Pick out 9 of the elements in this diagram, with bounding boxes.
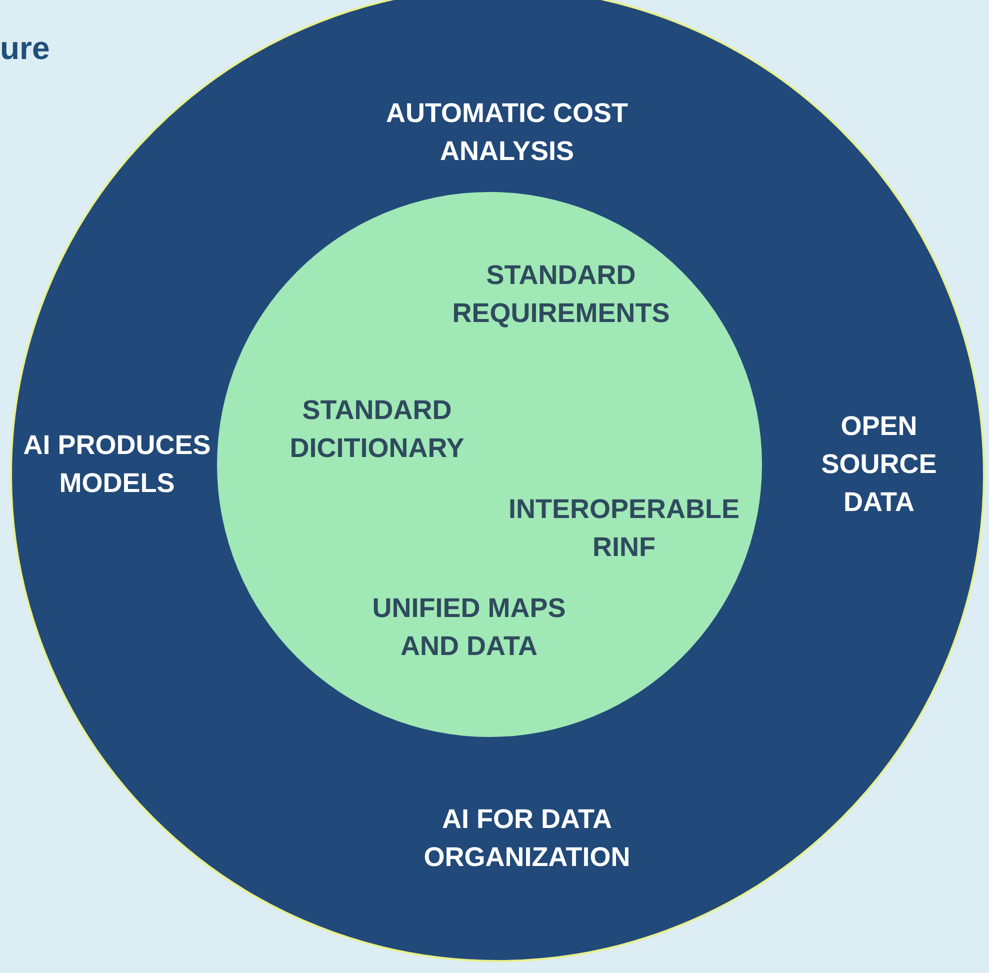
circle-label: OPEN SOURCE DATA [820, 410, 938, 519]
circle-label: AI FOR DATA ORGANIZATION [422, 803, 632, 874]
circle-label: AI PRODUCES MODELS [22, 429, 212, 500]
circle-label: STANDARD DICITIONARY [288, 394, 466, 465]
circle-label: INTEROPERABLE RINF [507, 493, 741, 564]
circle-label: STANDARD REQUIREMENTS [451, 259, 671, 330]
circle-label: UNIFIED MAPS AND DATA [371, 592, 567, 663]
circle-label: AUTOMATIC COST ANALYSIS [385, 97, 629, 168]
title-fragment: ure [0, 30, 50, 67]
